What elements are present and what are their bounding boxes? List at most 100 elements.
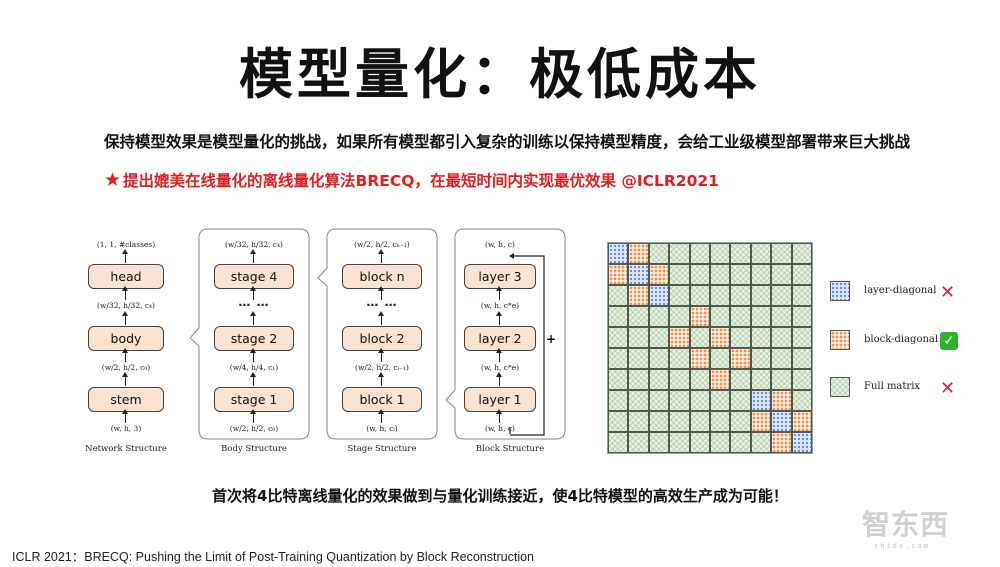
arrow-icon bbox=[121, 348, 129, 362]
matrix-cell-orange bbox=[648, 264, 670, 285]
matrix-cell-full bbox=[771, 243, 792, 264]
matrix-cell-full bbox=[628, 390, 649, 411]
arrow-icon bbox=[121, 372, 129, 386]
matrix-cell-full bbox=[608, 369, 629, 390]
network-structure-caption: Network Structure bbox=[85, 444, 167, 454]
residual-connection bbox=[509, 253, 545, 436]
matrix-cell-full bbox=[628, 369, 649, 390]
matrix-cell-full bbox=[791, 243, 812, 264]
paper-citation: ICLR 2021：BRECQ: Pushing the Limit of Po… bbox=[12, 550, 535, 564]
block-2-block: block 2 bbox=[342, 326, 422, 351]
matrix-cell-full bbox=[730, 369, 751, 390]
matrix-cell-orange bbox=[771, 390, 792, 411]
arrow-icon bbox=[121, 249, 129, 263]
matrix-cell-full bbox=[791, 285, 812, 306]
matrix-cell-full bbox=[648, 369, 670, 390]
cross-icon: ✕ bbox=[940, 282, 956, 303]
legend-label-block-diagonal: block-diagonal bbox=[864, 334, 939, 345]
matrix-cell-full bbox=[648, 327, 670, 348]
matrix-cell-full bbox=[709, 264, 731, 285]
arrow-icon bbox=[377, 249, 385, 263]
matrix-cell-orange bbox=[750, 411, 772, 432]
dim-label: (w, h, c*e) bbox=[480, 363, 520, 372]
matrix-cell-full bbox=[709, 306, 731, 327]
matrix-cell-full bbox=[608, 327, 629, 348]
block-structure-panel: (w, h, c) layer 3 (w, h, c*e) layer 2 (w… bbox=[445, 228, 566, 440]
callout-outline bbox=[189, 228, 310, 440]
stage-structure-caption: Stage Structure bbox=[347, 444, 417, 454]
dim-label: (w/4, h/4, c₁) bbox=[229, 363, 279, 372]
matrix-cell-orange bbox=[791, 411, 812, 432]
matrix-cell-full bbox=[648, 390, 670, 411]
matrix-cell-full bbox=[628, 348, 649, 369]
layer-diagonal-swatch bbox=[830, 281, 850, 301]
matrix-cell-full bbox=[608, 411, 629, 432]
matrix-cell-full bbox=[628, 306, 649, 327]
arrow-icon bbox=[249, 348, 257, 362]
matrix-cell-orange bbox=[730, 348, 751, 369]
matrix-cell-full bbox=[709, 411, 731, 432]
watermark-logo: 智东西 bbox=[862, 508, 950, 541]
watermark-url: zhidx.com bbox=[874, 542, 930, 550]
matrix-cell-orange bbox=[628, 285, 649, 306]
cross-icon: ✕ bbox=[940, 378, 956, 399]
matrix-cell-full bbox=[750, 264, 772, 285]
matrix-cell-full bbox=[730, 264, 751, 285]
matrix-cell-full bbox=[750, 327, 772, 348]
matrix-cell-full bbox=[689, 411, 710, 432]
matrix-cell-full bbox=[669, 432, 690, 453]
matrix-cell-full bbox=[648, 348, 670, 369]
arrow-icon bbox=[249, 286, 257, 300]
block-1-block: block 1 bbox=[342, 387, 422, 412]
matrix-cell-full bbox=[750, 243, 772, 264]
matrix-cell-full bbox=[771, 369, 792, 390]
matrix-cell-full bbox=[709, 432, 731, 453]
matrix-cell-full bbox=[608, 285, 629, 306]
block-structure-caption: Block Structure bbox=[475, 444, 545, 454]
arrow-icon bbox=[121, 409, 129, 423]
matrix-cell-full bbox=[689, 390, 710, 411]
matrix-cell-full bbox=[689, 432, 710, 453]
dim-label: (w/2, h/2, c₀) bbox=[101, 363, 151, 372]
matrix-cell-full bbox=[669, 411, 690, 432]
matrix-cell-full bbox=[730, 306, 751, 327]
matrix-cell-full bbox=[628, 327, 649, 348]
arrow-icon bbox=[495, 372, 503, 386]
matrix-cell-full bbox=[648, 411, 670, 432]
matrix-cell-full bbox=[648, 306, 670, 327]
matrix-cell-full bbox=[791, 369, 812, 390]
matrix-cell-full bbox=[771, 285, 792, 306]
matrix-cell-orange bbox=[709, 327, 731, 348]
matrix-cell-full bbox=[709, 390, 731, 411]
structure-diagram: (1, 1, #classes) head (w/32, h/32, c₄) b… bbox=[70, 228, 580, 460]
matrix-cell-blue bbox=[608, 243, 629, 264]
matrix-cell-full bbox=[669, 348, 690, 369]
callout-outline bbox=[445, 228, 566, 440]
matrix-cell-full bbox=[730, 243, 751, 264]
matrix-cell-full bbox=[730, 432, 751, 453]
matrix-cell-full bbox=[669, 369, 690, 390]
arrow-icon bbox=[121, 286, 129, 300]
matrix-cell-full bbox=[750, 348, 772, 369]
matrix-cell-full bbox=[648, 243, 670, 264]
matrix-cell-blue bbox=[750, 390, 772, 411]
head-block: head bbox=[88, 264, 164, 289]
body-structure-panel: (w/32, h/32, c₄) stage 4 ⋯ ⋯ stage 2 (w/… bbox=[189, 228, 310, 440]
stage-structure-panel: (w/2, h/2, cₙ₋₁) block n ⋯ ⋯ block 2 (w/… bbox=[317, 228, 438, 440]
matrix-cell-full bbox=[730, 327, 751, 348]
matrix-cell-full bbox=[750, 285, 772, 306]
check-icon: ✓ bbox=[940, 332, 958, 350]
dim-label: (w/32, h/32, c₄) bbox=[225, 240, 283, 249]
legend-label-layer-diagonal: layer-diagonal bbox=[864, 285, 937, 296]
matrix-cell-full bbox=[628, 432, 649, 453]
arrow-icon bbox=[249, 409, 257, 423]
matrix-cell-full bbox=[689, 285, 710, 306]
matrix-cell-blue bbox=[771, 411, 792, 432]
ellipsis: ⋯ ⋯ bbox=[238, 298, 270, 312]
matrix-cell-full bbox=[791, 327, 812, 348]
stage-1-block: stage 1 bbox=[214, 387, 294, 412]
dim-label: (w/32, h/32, c₄) bbox=[97, 301, 155, 310]
arrow-icon bbox=[249, 372, 257, 386]
matrix-cell-full bbox=[628, 411, 649, 432]
matrix-cell-full bbox=[608, 390, 629, 411]
